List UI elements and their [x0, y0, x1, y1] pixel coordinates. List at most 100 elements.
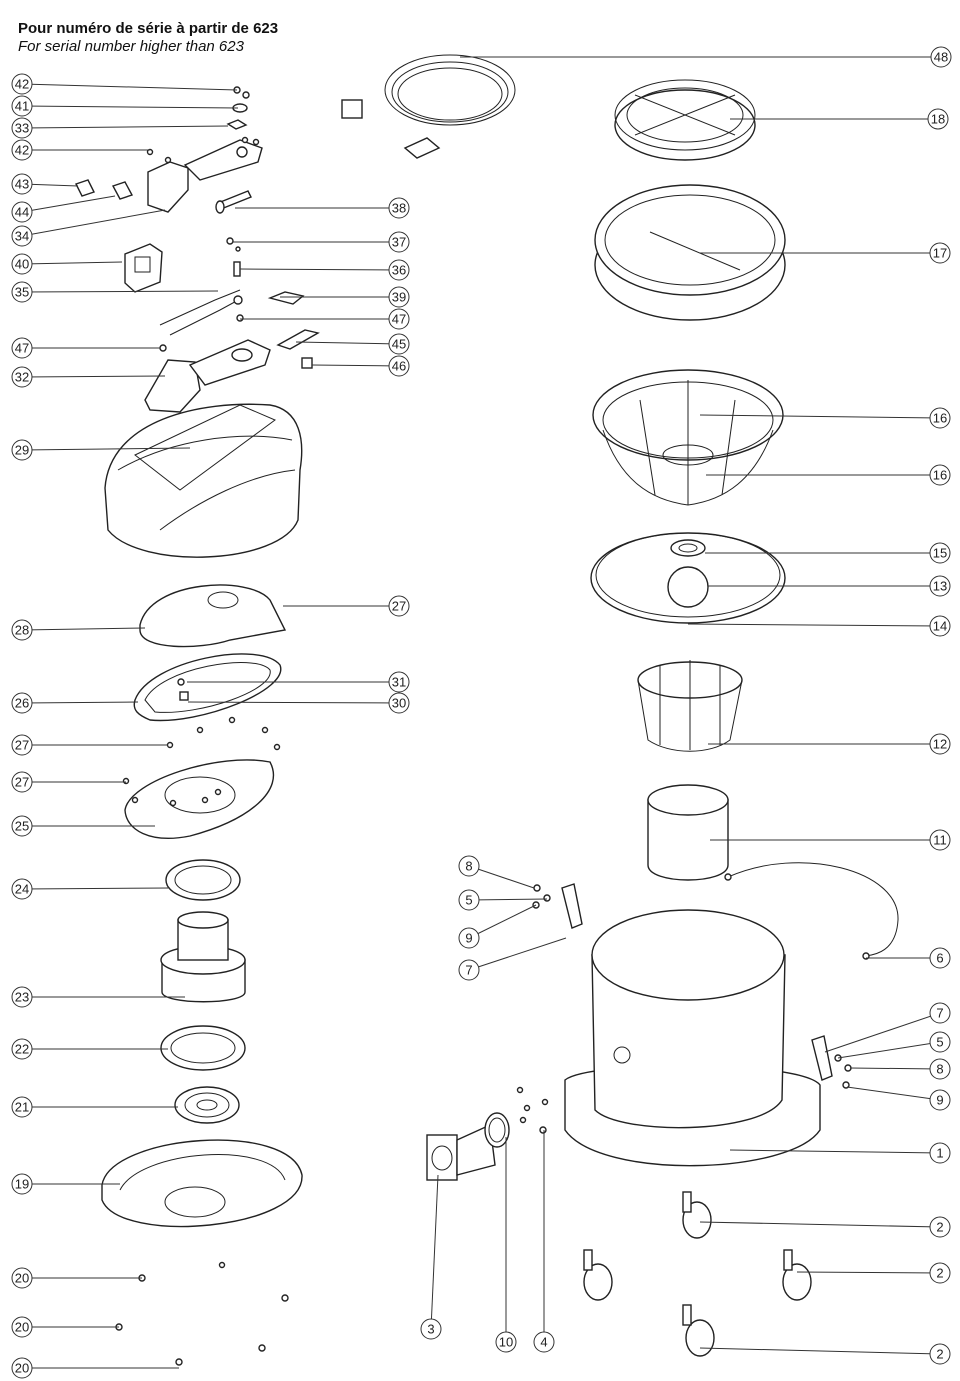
callout-bubble	[11, 878, 33, 900]
callout-label: 2	[936, 1220, 943, 1235]
callout-leader	[21, 195, 116, 213]
callout-label: 37	[392, 235, 406, 250]
callout: 36	[239, 259, 410, 281]
ball-13	[667, 566, 709, 608]
callout-leader	[824, 1012, 941, 1053]
callout-group: 4241334243443440354732292826272725242322…	[11, 46, 952, 1379]
bag-11	[647, 784, 729, 881]
callout-label: 17	[933, 246, 947, 261]
motor-base-19	[101, 1139, 303, 1269]
callout: 40	[11, 253, 123, 275]
callout-bubble	[11, 771, 33, 793]
callout: 28	[11, 619, 146, 641]
callout-label: 26	[15, 696, 29, 711]
callout-label: 43	[15, 177, 29, 192]
callout-leader	[21, 125, 229, 129]
callout-bubble	[11, 1267, 33, 1289]
callout-bubble	[11, 734, 33, 756]
callout: 22	[11, 1038, 168, 1060]
callout-bubble	[388, 692, 410, 714]
callout-leader	[187, 701, 400, 704]
callout-bubble	[458, 927, 480, 949]
handle-base-32	[144, 339, 271, 413]
bar-45	[276, 329, 320, 350]
screw-47-lower	[159, 344, 167, 352]
callout: 34	[11, 209, 166, 247]
callout-label: 1	[936, 1146, 943, 1161]
handle-top-34	[146, 136, 263, 213]
callout: 2	[699, 1343, 951, 1365]
callout-label: 7	[936, 1006, 943, 1021]
callout-bubble	[929, 829, 951, 851]
callout: 23	[11, 986, 185, 1008]
callout-bubble	[929, 1262, 951, 1284]
callout-label: 9	[936, 1093, 943, 1108]
box-40	[124, 243, 163, 293]
screw-47-upper	[236, 314, 244, 322]
callout-label: 36	[392, 263, 406, 278]
callout: 41	[11, 95, 239, 117]
callout: 10	[495, 1137, 517, 1353]
callout: 5	[458, 889, 548, 911]
callout: 8	[849, 1058, 951, 1080]
callout-bubble	[929, 1216, 951, 1238]
callout-label: 20	[15, 1361, 29, 1376]
callout-bubble	[929, 1343, 951, 1365]
switch-43	[75, 179, 95, 197]
callout: 47	[240, 308, 410, 330]
callout-bubble	[458, 959, 480, 981]
callout-bubble	[11, 439, 33, 461]
callout-label: 16	[933, 468, 947, 483]
top-cover-29	[104, 403, 303, 558]
ring-10	[484, 1112, 510, 1148]
clip-46	[301, 357, 313, 369]
callout-leader	[21, 105, 239, 109]
callout-label: 41	[15, 99, 29, 114]
callout-label: 32	[15, 370, 29, 385]
callout-bubble	[11, 337, 33, 359]
callout: 29	[11, 439, 191, 461]
callout-label: 25	[15, 819, 29, 834]
callout-bubble	[929, 1002, 951, 1024]
callout-leader	[796, 1271, 941, 1274]
callout-leader	[21, 290, 219, 293]
callout: 27	[11, 771, 126, 793]
gasket-26	[133, 653, 282, 722]
part-30	[179, 691, 189, 701]
callout-bubble	[929, 1058, 951, 1080]
switch-36	[233, 261, 241, 277]
callout-bubble	[11, 366, 33, 388]
callout-leader	[311, 364, 400, 367]
power-cable-48	[341, 54, 516, 159]
callout: 11	[710, 829, 951, 851]
callout-bubble	[929, 1031, 951, 1053]
callout-bubble	[388, 308, 410, 330]
callout-label: 33	[15, 121, 29, 136]
latch-7-right	[811, 1035, 852, 1089]
screw-4	[516, 1086, 549, 1134]
callout-leader	[849, 1067, 941, 1070]
callout-bubble	[533, 1331, 555, 1353]
cover-plate-28	[139, 584, 287, 648]
callout: 45	[295, 333, 410, 355]
callout-label: 27	[15, 775, 29, 790]
callout: 47	[11, 337, 160, 359]
ring-24	[165, 859, 241, 901]
callout: 24	[11, 878, 171, 900]
callout: 5	[837, 1031, 951, 1059]
tank-1	[564, 909, 821, 1167]
callout-label: 16	[933, 411, 947, 426]
callout: 19	[11, 1173, 120, 1195]
callout-label: 30	[392, 696, 406, 711]
callout-bubble	[11, 281, 33, 303]
screw-42-top	[233, 86, 250, 99]
pin-38	[215, 190, 252, 214]
callout-label: 5	[465, 893, 472, 908]
callout: 14	[687, 615, 951, 637]
callout-bubble	[388, 231, 410, 253]
callout-bubble	[388, 333, 410, 355]
callout-bubble	[388, 595, 410, 617]
callout-bubble	[11, 692, 33, 714]
callout-label: 5	[936, 1035, 943, 1050]
